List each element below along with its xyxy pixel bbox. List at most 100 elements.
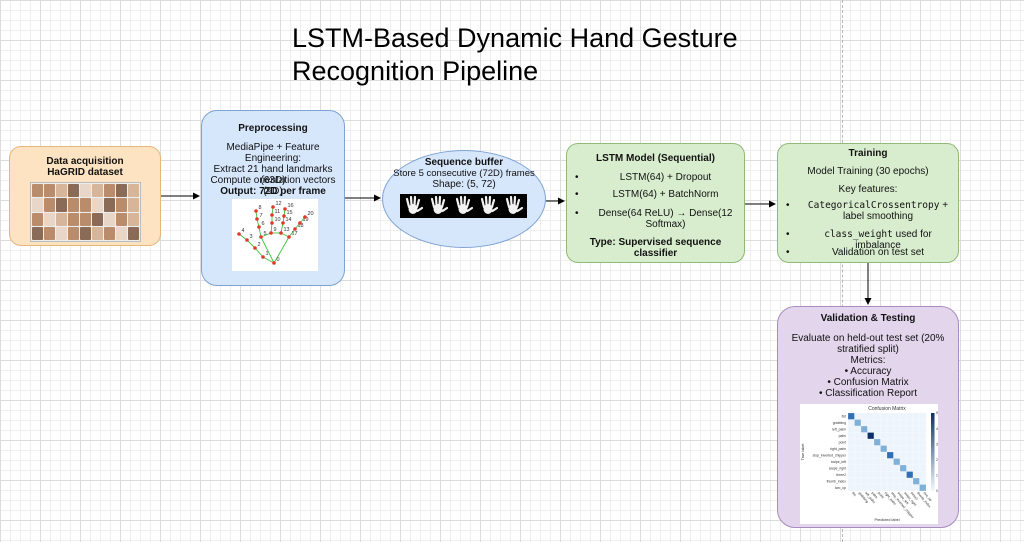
landmark-point — [237, 232, 241, 236]
sequence-buffer-ellipse[interactable]: Sequence buffer Store 5 consecutive (72D… — [382, 150, 546, 248]
landmark-label: 3 — [250, 234, 253, 240]
matrix-cell — [899, 412, 907, 420]
bullet: • — [575, 208, 579, 219]
colorbar-tick: 30 — [936, 442, 938, 446]
matrix-cell — [873, 412, 881, 420]
landmark-point — [281, 221, 285, 225]
lstm-item-1: • LSTM(64) + Dropout — [575, 172, 738, 183]
matrix-cell — [880, 471, 888, 479]
data-acquisition-box[interactable]: Data acquisition HaGRID dataset — [9, 146, 161, 246]
colorbar-tick: 0 — [936, 489, 938, 493]
matrix-cell — [854, 432, 862, 440]
landmark-point — [270, 213, 274, 217]
training-line-1: Model Training (30 epochs) — [807, 166, 929, 177]
lstm-type-label: Type: Supervised sequence classifier — [589, 237, 722, 259]
matrix-cell — [886, 451, 894, 459]
matrix-row-label: point — [839, 441, 846, 445]
landmark-label: 12 — [276, 201, 282, 207]
landmark-label: 1 — [266, 251, 269, 257]
landmark-point — [283, 207, 287, 211]
matrix-cell — [860, 412, 868, 420]
bullet: • — [575, 172, 579, 183]
matrix-cell — [893, 477, 901, 485]
colorbar — [931, 413, 935, 491]
matrix-cell — [867, 425, 875, 433]
preprocessing-box[interactable]: Preprocessing MediaPipe + Feature Engine… — [201, 110, 345, 286]
matrix-cell — [860, 471, 868, 479]
matrix-cell — [860, 458, 868, 466]
matrix-cell — [893, 432, 901, 440]
matrix-cell — [919, 471, 927, 479]
matrix-cell — [873, 471, 881, 479]
matrix-ylabel: True label — [801, 443, 805, 460]
matrix-cell — [867, 432, 875, 440]
matrix-cell — [854, 412, 862, 420]
validation-heading: Validation & Testing — [820, 313, 916, 324]
matrix-cell — [906, 464, 914, 472]
matrix-cell — [867, 419, 875, 427]
matrix-row-label: two_up — [835, 486, 846, 490]
matrix-xlabel: Predicted label — [874, 518, 899, 522]
validation-metric-confusion-matrix: • Confusion Matrix — [827, 377, 909, 388]
matrix-cell — [899, 477, 907, 485]
matrix-cell — [912, 419, 920, 427]
matrix-cell — [899, 432, 907, 440]
matrix-cell — [912, 451, 920, 459]
matrix-cell — [873, 484, 881, 492]
landmark-point — [298, 221, 302, 225]
matrix-cell — [867, 438, 875, 446]
matrix-cell — [860, 484, 868, 492]
matrix-col-label: palm — [871, 491, 879, 499]
matrix-cell — [867, 451, 875, 459]
validation-box[interactable]: Validation & Testing Evaluate on held-ou… — [777, 306, 959, 528]
matrix-row-label: thumb_index — [827, 480, 847, 484]
matrix-cell — [919, 451, 927, 459]
landmark-label: 19 — [303, 217, 309, 223]
preprocessing-output: Output: 72D per frame — [220, 186, 326, 197]
matrix-cell — [899, 458, 907, 466]
matrix-cell — [906, 451, 914, 459]
landmark-label: 13 — [284, 227, 290, 233]
matrix-cell — [860, 451, 868, 459]
landmark-label: 20 — [308, 211, 314, 217]
landmark-point — [269, 231, 273, 235]
matrix-cell — [919, 464, 927, 472]
matrix-cell — [906, 438, 914, 446]
matrix-cell — [880, 458, 888, 466]
matrix-cell — [873, 464, 881, 472]
matrix-cell — [880, 464, 888, 472]
matrix-cell — [847, 425, 855, 433]
matrix-cell — [919, 458, 927, 466]
matrix-cell — [847, 458, 855, 466]
landmark-label: 18 — [298, 223, 304, 229]
matrix-cell — [847, 419, 855, 427]
landmark-bone — [254, 247, 264, 258]
lstm-model-box[interactable]: LSTM Model (Sequential) • LSTM(64) + Dro… — [566, 143, 745, 263]
matrix-cell — [873, 477, 881, 485]
matrix-cell — [854, 451, 862, 459]
matrix-cell — [919, 419, 927, 427]
matrix-cell — [854, 464, 862, 472]
preprocessing-line-1: MediaPipe + Feature — [226, 142, 320, 153]
landmark-point — [254, 209, 258, 213]
landmark-label: 7 — [260, 213, 263, 219]
frame-hand-icon — [430, 195, 449, 214]
training-item-2-code: class_weight — [824, 229, 893, 240]
matrix-cell — [906, 425, 914, 433]
matrix-cell — [847, 438, 855, 446]
landmark-label: 16 — [288, 203, 294, 209]
bullet: • — [786, 200, 790, 211]
matrix-cell — [880, 412, 888, 420]
training-box[interactable]: Training Model Training (30 epochs) Key … — [777, 143, 959, 263]
landmark-point — [293, 227, 297, 231]
matrix-cell — [919, 412, 927, 420]
matrix-row-label: grabbing — [833, 421, 846, 425]
landmark-label: 0 — [277, 257, 280, 263]
matrix-cell — [912, 477, 920, 485]
matrix-cell — [873, 425, 881, 433]
matrix-cell — [893, 464, 901, 472]
matrix-cell — [893, 451, 901, 459]
matrix-row-label: swipe_right — [829, 467, 846, 471]
